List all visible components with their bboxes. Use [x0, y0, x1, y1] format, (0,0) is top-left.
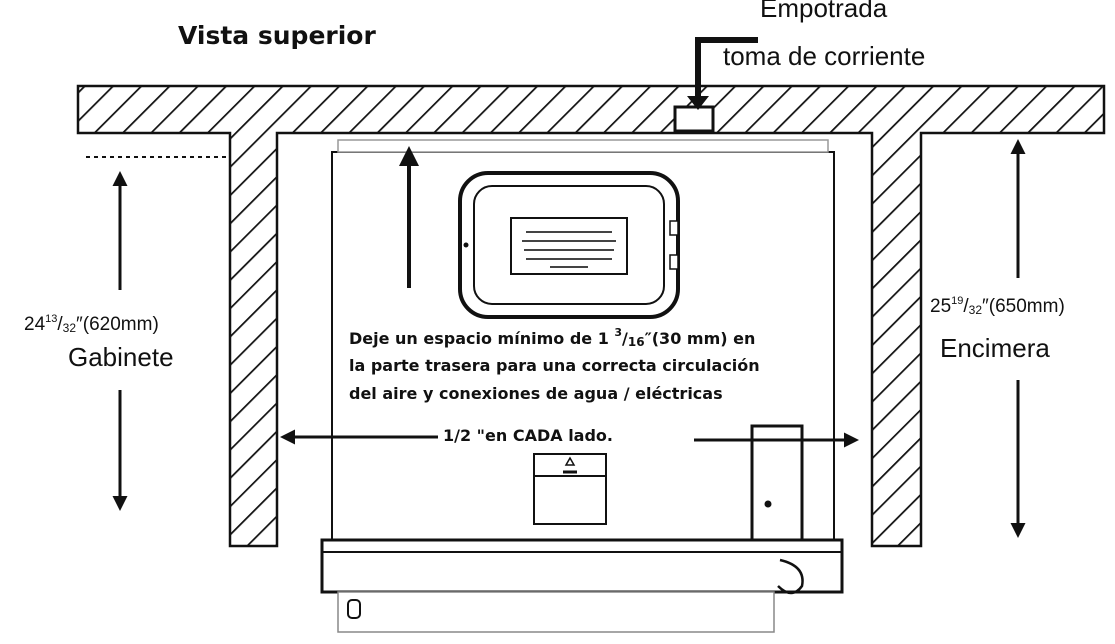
warning-triangle-icon	[564, 456, 576, 466]
drain-hose	[777, 558, 804, 595]
rear-note-frac-slash: /	[622, 329, 628, 348]
door-panel	[337, 591, 775, 633]
countertop-dim-rest: ″(650mm)	[982, 296, 1065, 317]
bottom-bracket	[533, 453, 607, 525]
cabinet-dim-denominator: 32	[62, 321, 77, 335]
countertop-label: Encimera	[940, 333, 1050, 363]
panel-screw	[463, 242, 469, 248]
rear-note-frac-num: 3	[614, 326, 623, 339]
countertop-dim-slash: /	[963, 296, 969, 317]
countertop-dim-whole: 25	[930, 296, 952, 317]
handle-knob	[347, 599, 361, 619]
rear-note-pre: Deje un espacio mínimo de 1	[349, 329, 615, 348]
countertop-dim-denominator: 32	[968, 303, 983, 317]
side-clearance-note: 1/2 "en CADA lado.	[443, 426, 613, 445]
countertop-dim-numerator: 19	[951, 295, 964, 307]
rear-note-frac-den: 16	[627, 335, 645, 349]
rear-clearance-note-line1: Deje un espacio mínimo de 1 3/16″(30 mm)…	[349, 326, 756, 350]
cabinet-label: Gabinete	[68, 342, 174, 372]
warning-label	[510, 217, 628, 275]
rear-clearance-note-line3: del aire y conexiones de agua / eléctric…	[349, 384, 723, 403]
cabinet-dim-rest: ″(620mm)	[76, 314, 159, 335]
cabinet-dimension: 2413/32″(620mm)	[24, 313, 159, 336]
outlet-label-line2: toma de corriente	[723, 41, 926, 71]
side-connection	[750, 424, 804, 542]
outlet-box	[673, 105, 715, 133]
diagram-title: Vista superior	[178, 21, 376, 50]
hinge-tab	[669, 220, 679, 236]
cabinet-dim-whole: 24	[24, 314, 46, 335]
appliance-top-edge	[337, 139, 829, 153]
cabinet-dim-slash: /	[57, 314, 63, 335]
rear-note-post: ″(30 mm) en	[644, 329, 756, 348]
cabinet-dim-numerator: 13	[45, 313, 58, 325]
outlet-label-line1: Empotrada	[760, 0, 888, 23]
rear-clearance-note-line2: la parte trasera para una correcta circu…	[349, 356, 760, 375]
front-base	[320, 538, 844, 594]
outlet-leader-line	[695, 37, 758, 100]
hinge-tab	[669, 254, 679, 270]
outlet-leader-arrowhead	[687, 96, 709, 110]
connection-screw	[764, 500, 772, 508]
countertop-dimension: 2519/32″(650mm)	[930, 295, 1065, 318]
wall-hatch	[76, 84, 1106, 548]
